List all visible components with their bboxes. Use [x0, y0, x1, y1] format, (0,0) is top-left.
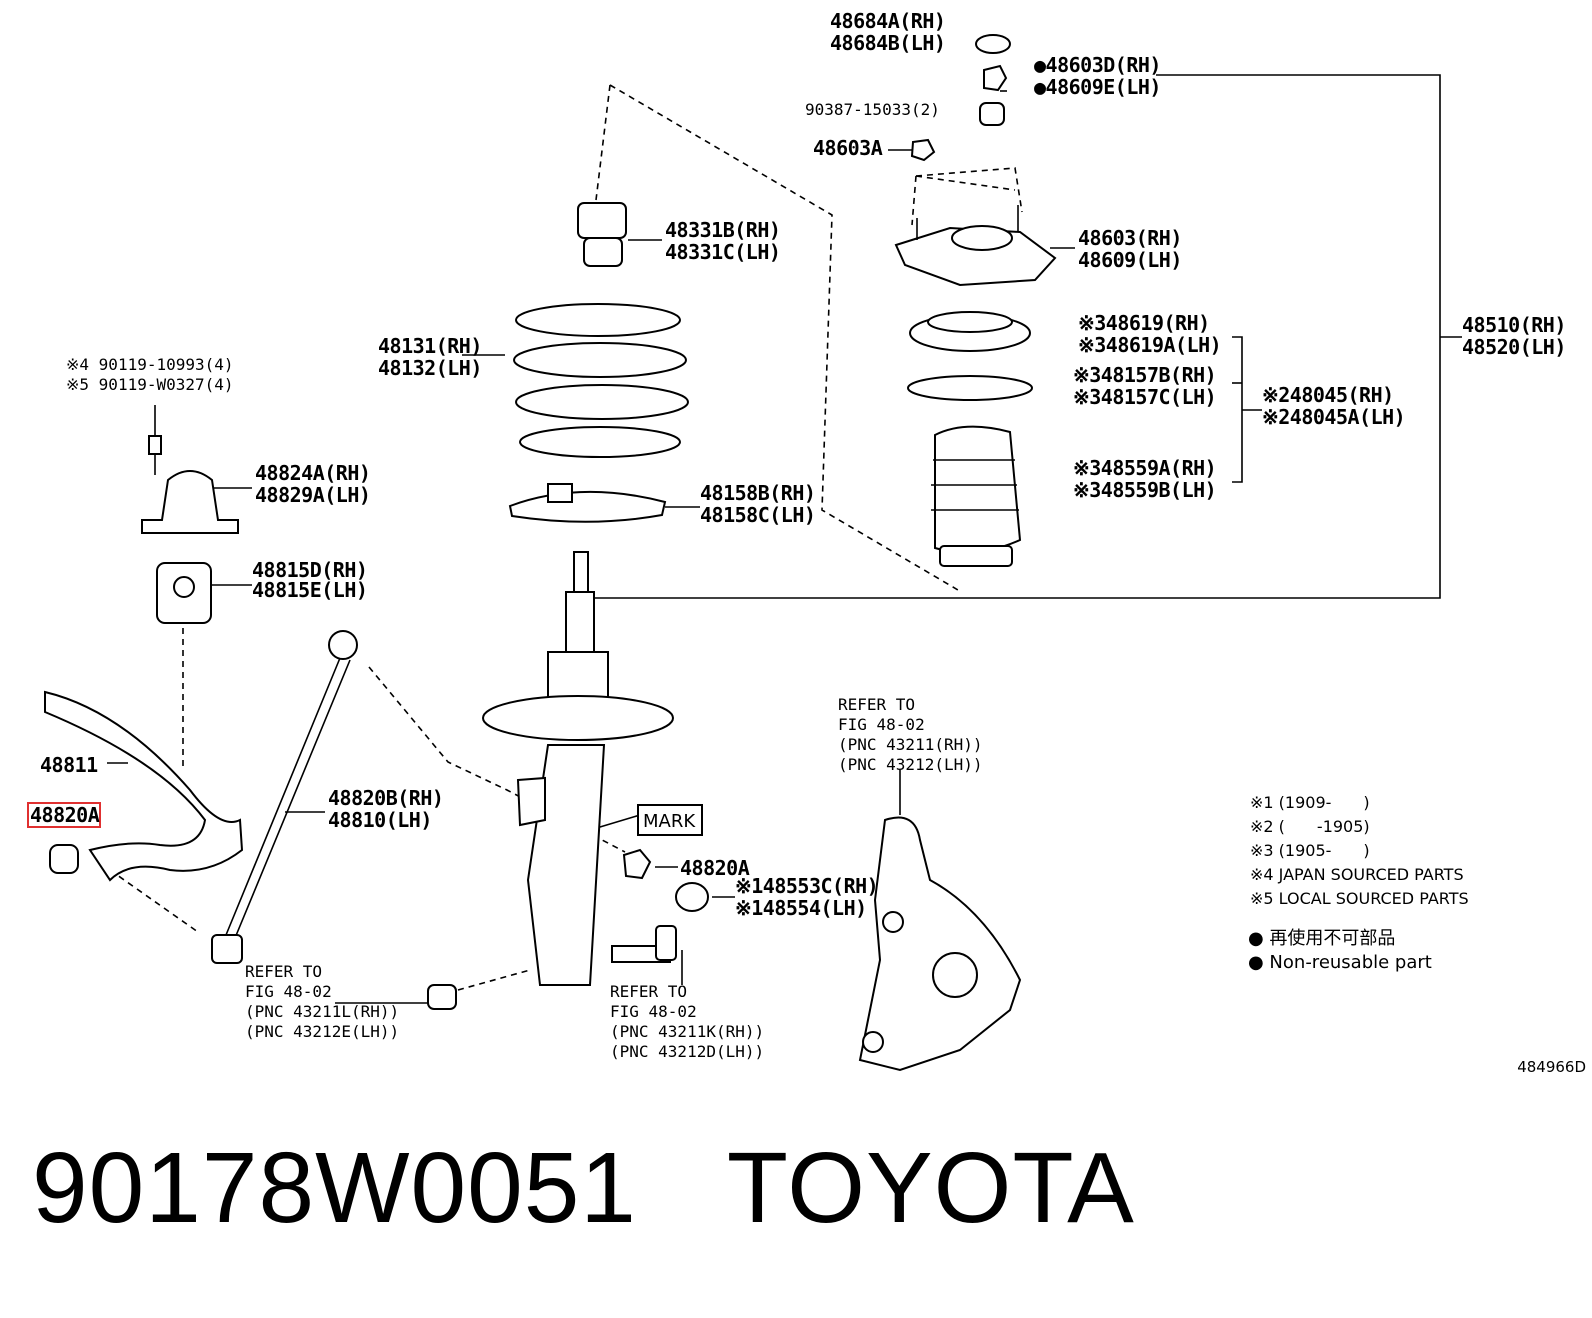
legend: ● 再使用不可部品 ● Non-reusable part — [1248, 928, 1432, 973]
label-48820B: 48820B(RH)48810(LH) — [328, 786, 443, 832]
bolt-part — [611, 925, 677, 963]
bracket-48824-part — [141, 470, 239, 534]
label-48684: 48684A(RH)48684B(LH) — [830, 9, 945, 55]
label-48157: ※348157B(RH)※348157C(LH) — [1073, 363, 1216, 409]
label-90119: ※4 90119-10993(4)※5 90119-W0327(4) — [66, 355, 234, 394]
footnotes: ※1 (1909- ) ※2 ( -1905) ※3 (1905- ) ※4 J… — [1250, 793, 1469, 908]
label-48603D: ●48603D(RH)●48609E(LH) — [1034, 53, 1161, 99]
bearing-part — [907, 375, 1033, 401]
note-4: ※4 JAPAN SOURCED PARTS — [1250, 865, 1464, 884]
nut-part — [983, 64, 1008, 92]
bushing-lower-part — [427, 984, 457, 1010]
nut-48820A-part — [622, 848, 652, 880]
highlight-box — [27, 802, 101, 828]
note-2: ※2 ( -1905) — [1250, 817, 1370, 836]
label-48131: 48131(RH)48132(LH) — [378, 334, 482, 380]
note-3: ※3 (1905- ) — [1250, 841, 1370, 860]
bushing-48815-part — [156, 562, 212, 624]
note-5: ※5 LOCAL SOURCED PARTS — [1250, 889, 1469, 908]
dust-boot-part — [931, 425, 1022, 567]
steering-knuckle-part — [858, 816, 1022, 1072]
cap-48553-part — [675, 882, 709, 912]
label-48811: 48811 — [40, 753, 98, 777]
label-48331: 48331B(RH)48331C(LH) — [665, 218, 780, 264]
diagram-code: 484966D — [1517, 1058, 1586, 1076]
label-48824: 48824A(RH)48829A(LH) — [255, 461, 370, 507]
mark-box — [637, 804, 703, 836]
upper-seat-part — [909, 311, 1031, 352]
label-mark: MARK — [643, 811, 696, 832]
brand: TOYOTA — [726, 1132, 1135, 1244]
stabilizer-bar-part — [44, 690, 244, 882]
label-48820A: 48820A — [680, 856, 750, 880]
dust-cap-part — [975, 34, 1011, 54]
bump-stop-part — [577, 202, 627, 267]
collar-part — [979, 102, 1005, 126]
part-number: 90178W0051 — [32, 1132, 637, 1244]
legend-jp: ● 再使用不可部品 — [1248, 928, 1395, 949]
stabilizer-link-part — [211, 630, 358, 964]
spring-seat-part — [508, 483, 667, 523]
label-48603: 48603(RH)48609(LH) — [1078, 226, 1182, 272]
label-48553: ※148553C(RH)※148554(LH) — [735, 874, 878, 920]
bolt-90119-part — [148, 435, 162, 475]
label-48619: ※348619(RH)※348619A(LH) — [1078, 311, 1221, 357]
small-nut-part — [910, 138, 936, 162]
coil-spring-part — [513, 303, 689, 458]
strut-mount-part — [894, 205, 1057, 287]
label-48045: ※248045(RH)※248045A(LH) — [1262, 383, 1405, 429]
legend-en: ● Non-reusable part — [1248, 952, 1432, 973]
assembly-bracket-lines — [107, 74, 1462, 1004]
label-48559: ※348559A(RH)※348559B(LH) — [1073, 456, 1216, 502]
label-48603A: 48603A — [813, 136, 883, 160]
label-48815: 48815D(RH)48815E(LH) — [252, 558, 367, 602]
label-48158: 48158B(RH)48158C(LH) — [700, 481, 815, 527]
label-90387: 90387-15033(2) — [805, 100, 940, 119]
bushing-48820A-left-part — [49, 844, 79, 874]
label-48820A-highlighted: 48820A — [30, 803, 100, 827]
label-48510: 48510(RH)48520(LH) — [1462, 313, 1566, 359]
shock-absorber-part — [482, 551, 674, 986]
note-1: ※1 (1909- ) — [1250, 793, 1370, 812]
